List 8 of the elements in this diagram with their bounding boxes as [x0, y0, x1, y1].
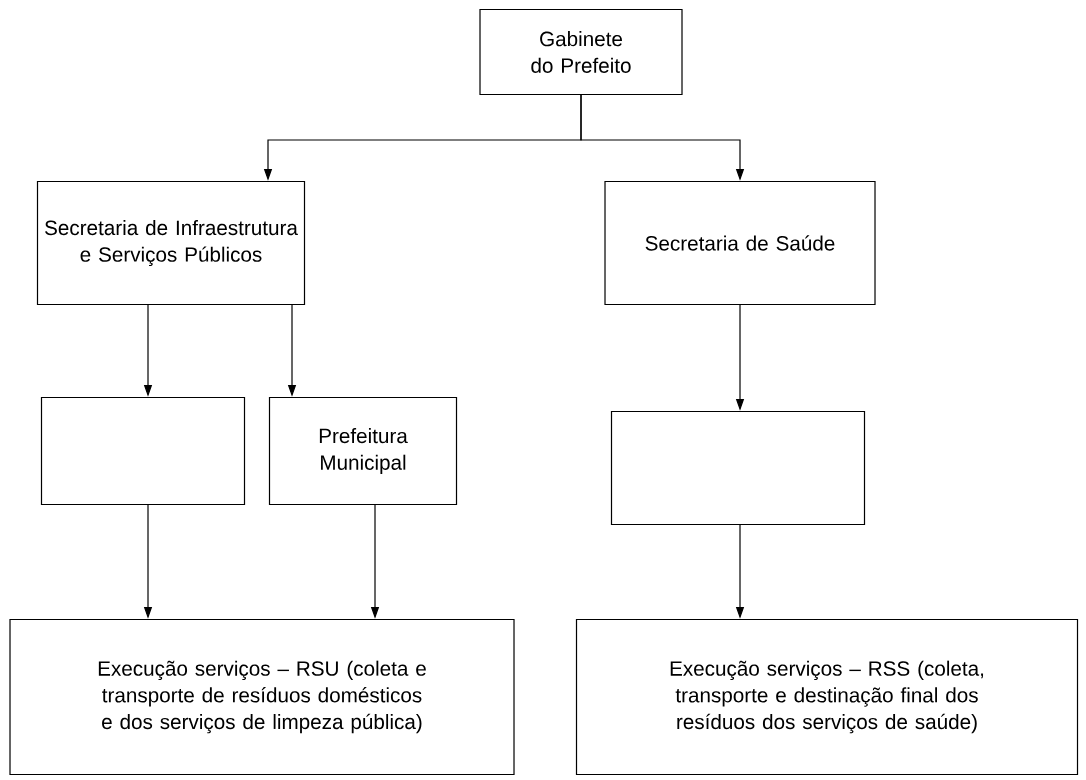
org-box: Execução serviços – RSS (coleta, transporte e destinação final dos resíduos dos serviços de saúde)	[575, 618, 1079, 776]
org-box: Gabinete do Prefeito	[479, 8, 683, 96]
org-box: Secretaria de Saúde	[604, 180, 876, 306]
org-box: Prefeitura Municipal	[268, 396, 458, 506]
empty-box	[610, 410, 866, 526]
org-box: Execução serviços – RSU (coleta e transporte de resíduos domésticos e dos serviços de limpeza pública)	[9, 618, 515, 776]
empty-box	[40, 396, 246, 506]
org-box: Secretaria de Infraestrutura e Serviços Públicos	[36, 180, 306, 306]
